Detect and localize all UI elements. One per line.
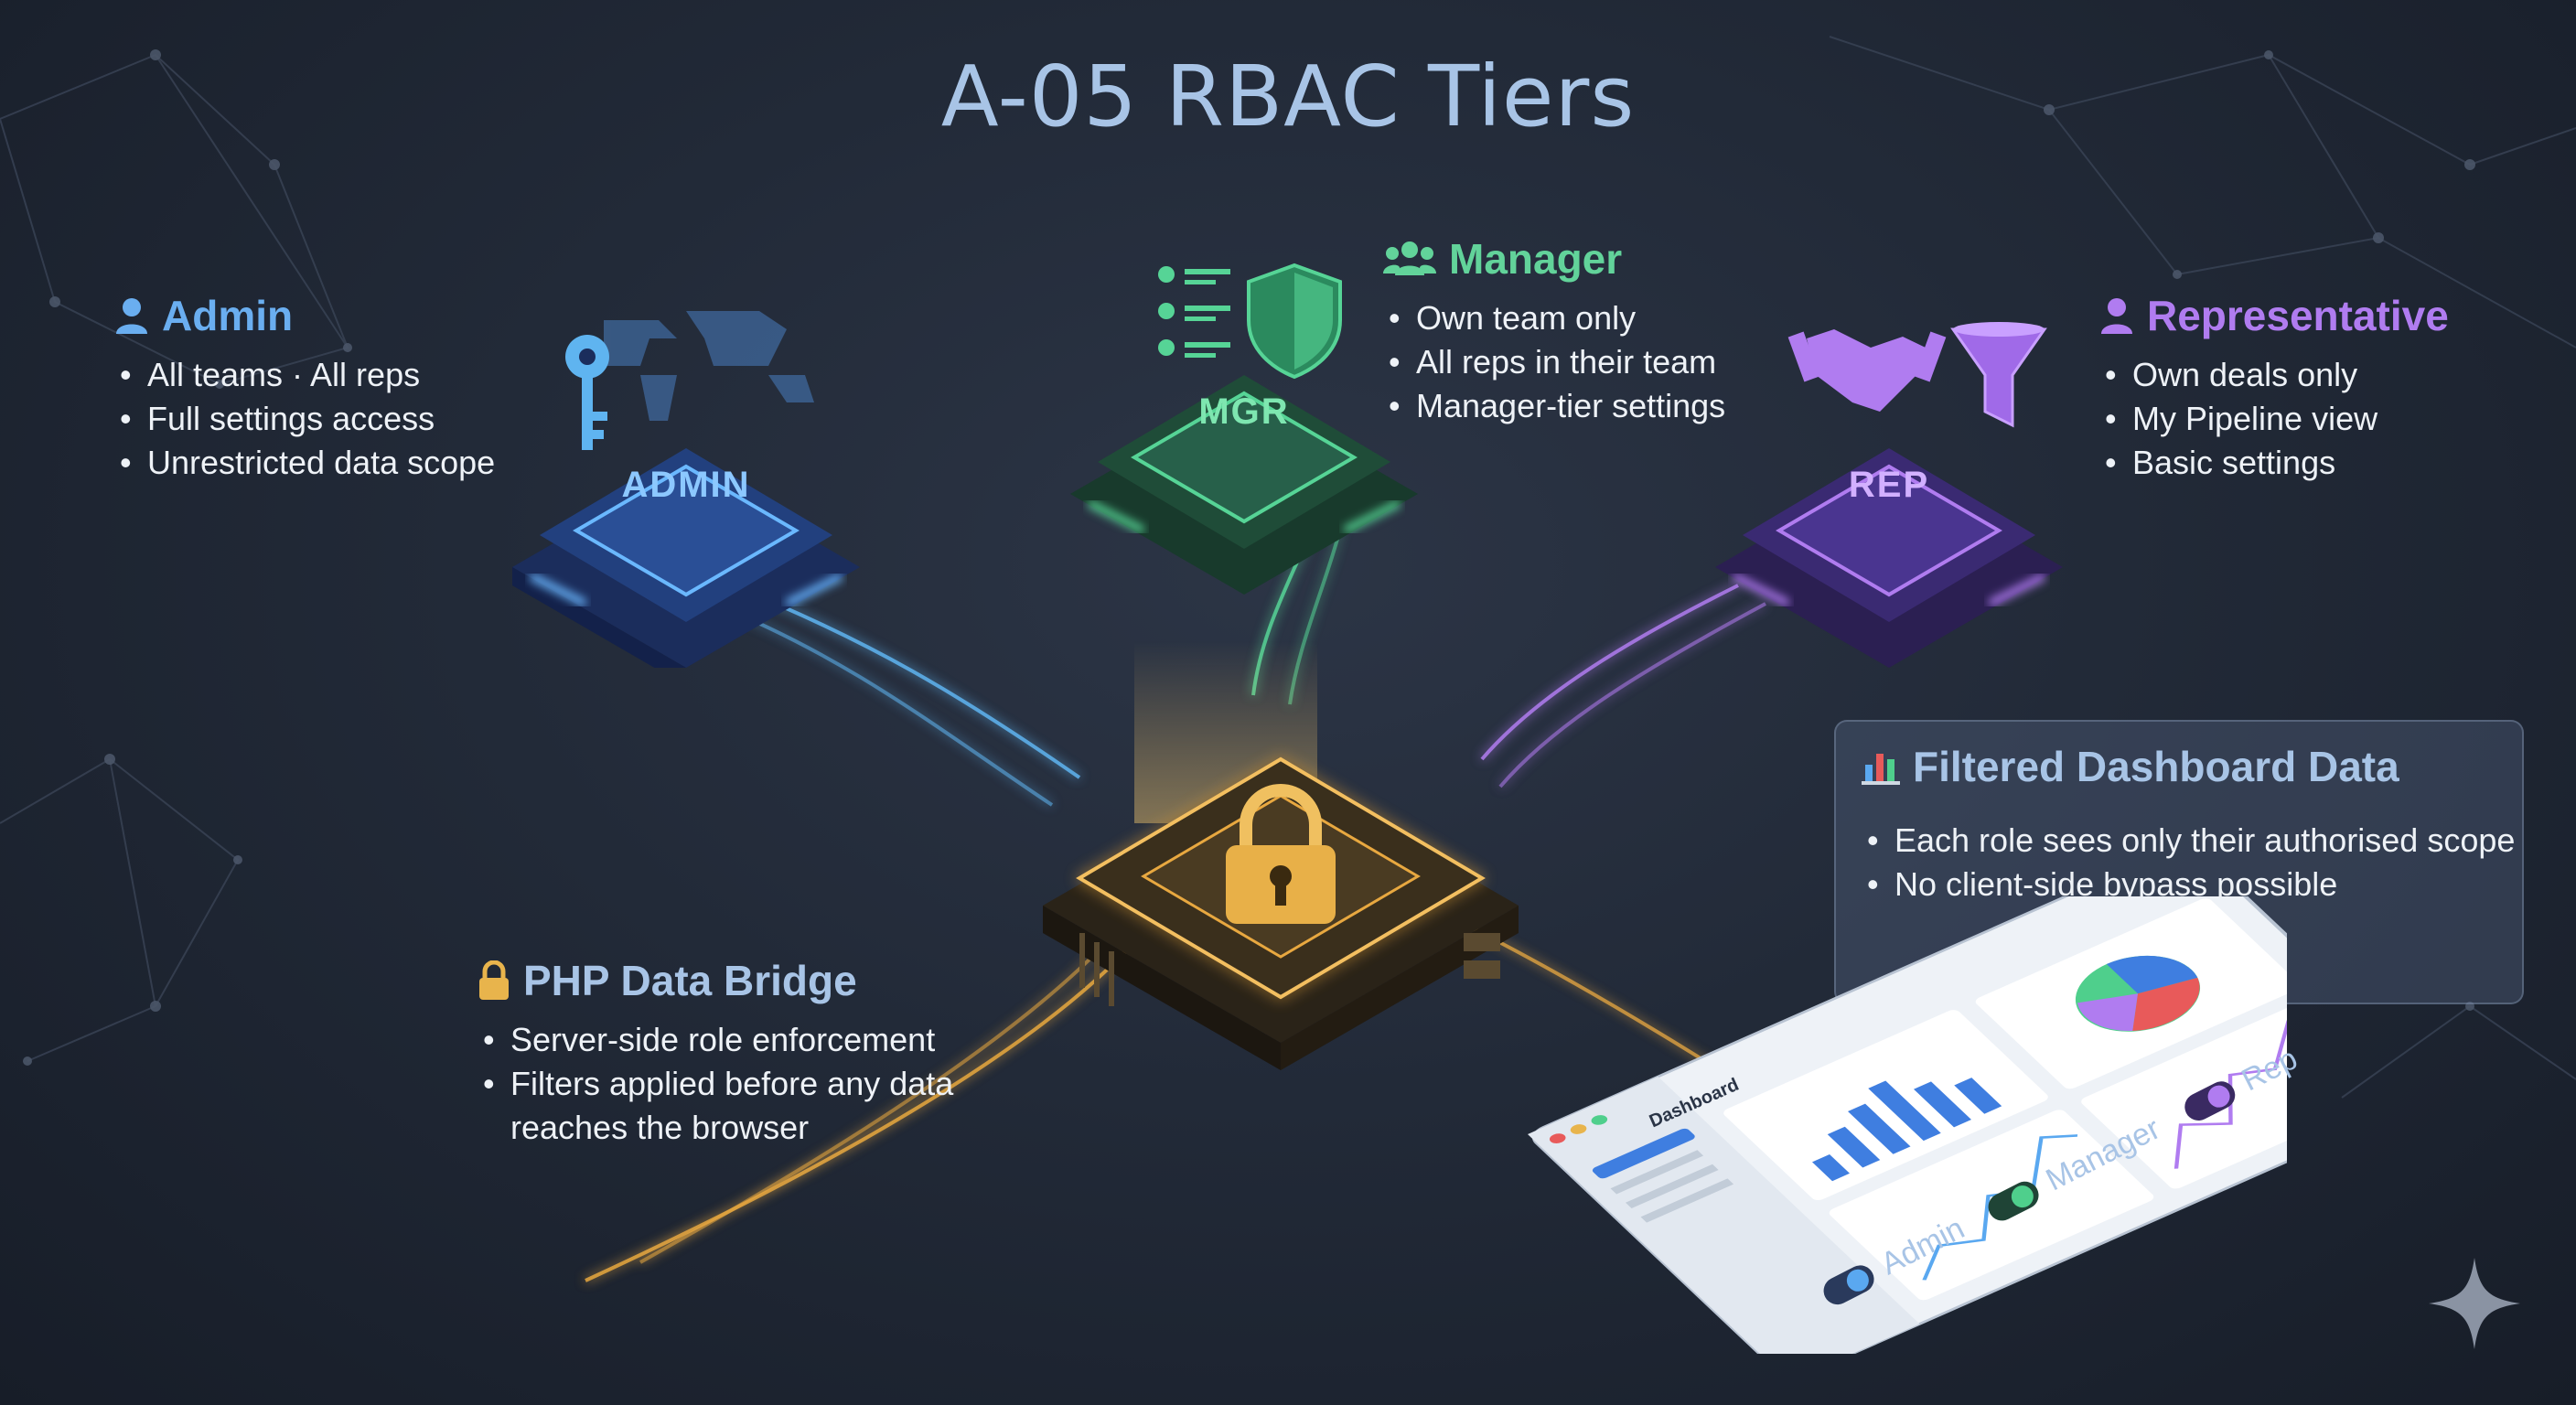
bridge-point: Server-side role enforcement bbox=[478, 1018, 990, 1062]
bar-chart-icon bbox=[1862, 754, 1900, 785]
toggle-knob bbox=[2203, 1081, 2234, 1111]
admin-tier-description: Admin All teams · All reps Full settings… bbox=[114, 291, 495, 485]
panel-point: Each role sees only their authorised sco… bbox=[1862, 819, 2515, 863]
sparkle-icon bbox=[2429, 1258, 2520, 1349]
page-title: A-05 RBAC Tiers bbox=[940, 48, 1636, 145]
manager-point: All reps in their team bbox=[1383, 340, 1725, 384]
admin-heading: Admin bbox=[162, 292, 294, 339]
rep-point: Own deals only bbox=[2099, 353, 2449, 397]
padlock-icon bbox=[1226, 784, 1336, 924]
bridge-heading: PHP Data Bridge bbox=[523, 957, 857, 1004]
manager-point: Manager-tier settings bbox=[1383, 384, 1725, 428]
admin-point: All teams · All reps bbox=[114, 353, 495, 397]
rep-point: My Pipeline view bbox=[2099, 397, 2449, 441]
funnel-icon bbox=[1950, 322, 2047, 428]
user-icon bbox=[2101, 298, 2132, 334]
toggle-knob bbox=[1842, 1265, 1873, 1295]
users-icon bbox=[1383, 241, 1436, 275]
php-bridge-hub bbox=[1043, 640, 1519, 1070]
rep-heading: Representative bbox=[2147, 292, 2449, 339]
rep-tier-description: Representative Own deals only My Pipelin… bbox=[2099, 291, 2449, 485]
admin-platform bbox=[512, 311, 860, 668]
handshake-icon bbox=[1787, 329, 1947, 412]
manager-tier-description: Manager Own team only All reps in their … bbox=[1383, 234, 1725, 428]
bridge-point: Filters applied before any data reaches … bbox=[478, 1062, 990, 1150]
rep-platform bbox=[1715, 322, 2063, 668]
manager-platform bbox=[1070, 263, 1418, 595]
rep-point: Basic settings bbox=[2099, 441, 2449, 485]
user-icon bbox=[116, 298, 147, 334]
key-icon bbox=[565, 335, 609, 450]
php-bridge-description: PHP Data Bridge Server-side role enforce… bbox=[478, 956, 990, 1150]
manager-heading: Manager bbox=[1449, 235, 1623, 283]
lock-icon bbox=[479, 960, 509, 1000]
admin-point: Full settings access bbox=[114, 397, 495, 441]
dashboard-mockup bbox=[1528, 896, 2287, 1354]
user-list-icon bbox=[1158, 266, 1230, 358]
admin-point: Unrestricted data scope bbox=[114, 441, 495, 485]
manager-platform-label: MGR bbox=[1198, 391, 1290, 432]
panel-heading: Filtered Dashboard Data bbox=[1913, 743, 2399, 790]
admin-platform-label: ADMIN bbox=[621, 465, 751, 505]
rep-platform-label: REP bbox=[1848, 465, 1930, 505]
manager-point: Own team only bbox=[1383, 296, 1725, 340]
shield-icon bbox=[1247, 263, 1342, 380]
toggle-knob bbox=[2007, 1181, 2038, 1211]
world-map-icon bbox=[604, 311, 814, 421]
